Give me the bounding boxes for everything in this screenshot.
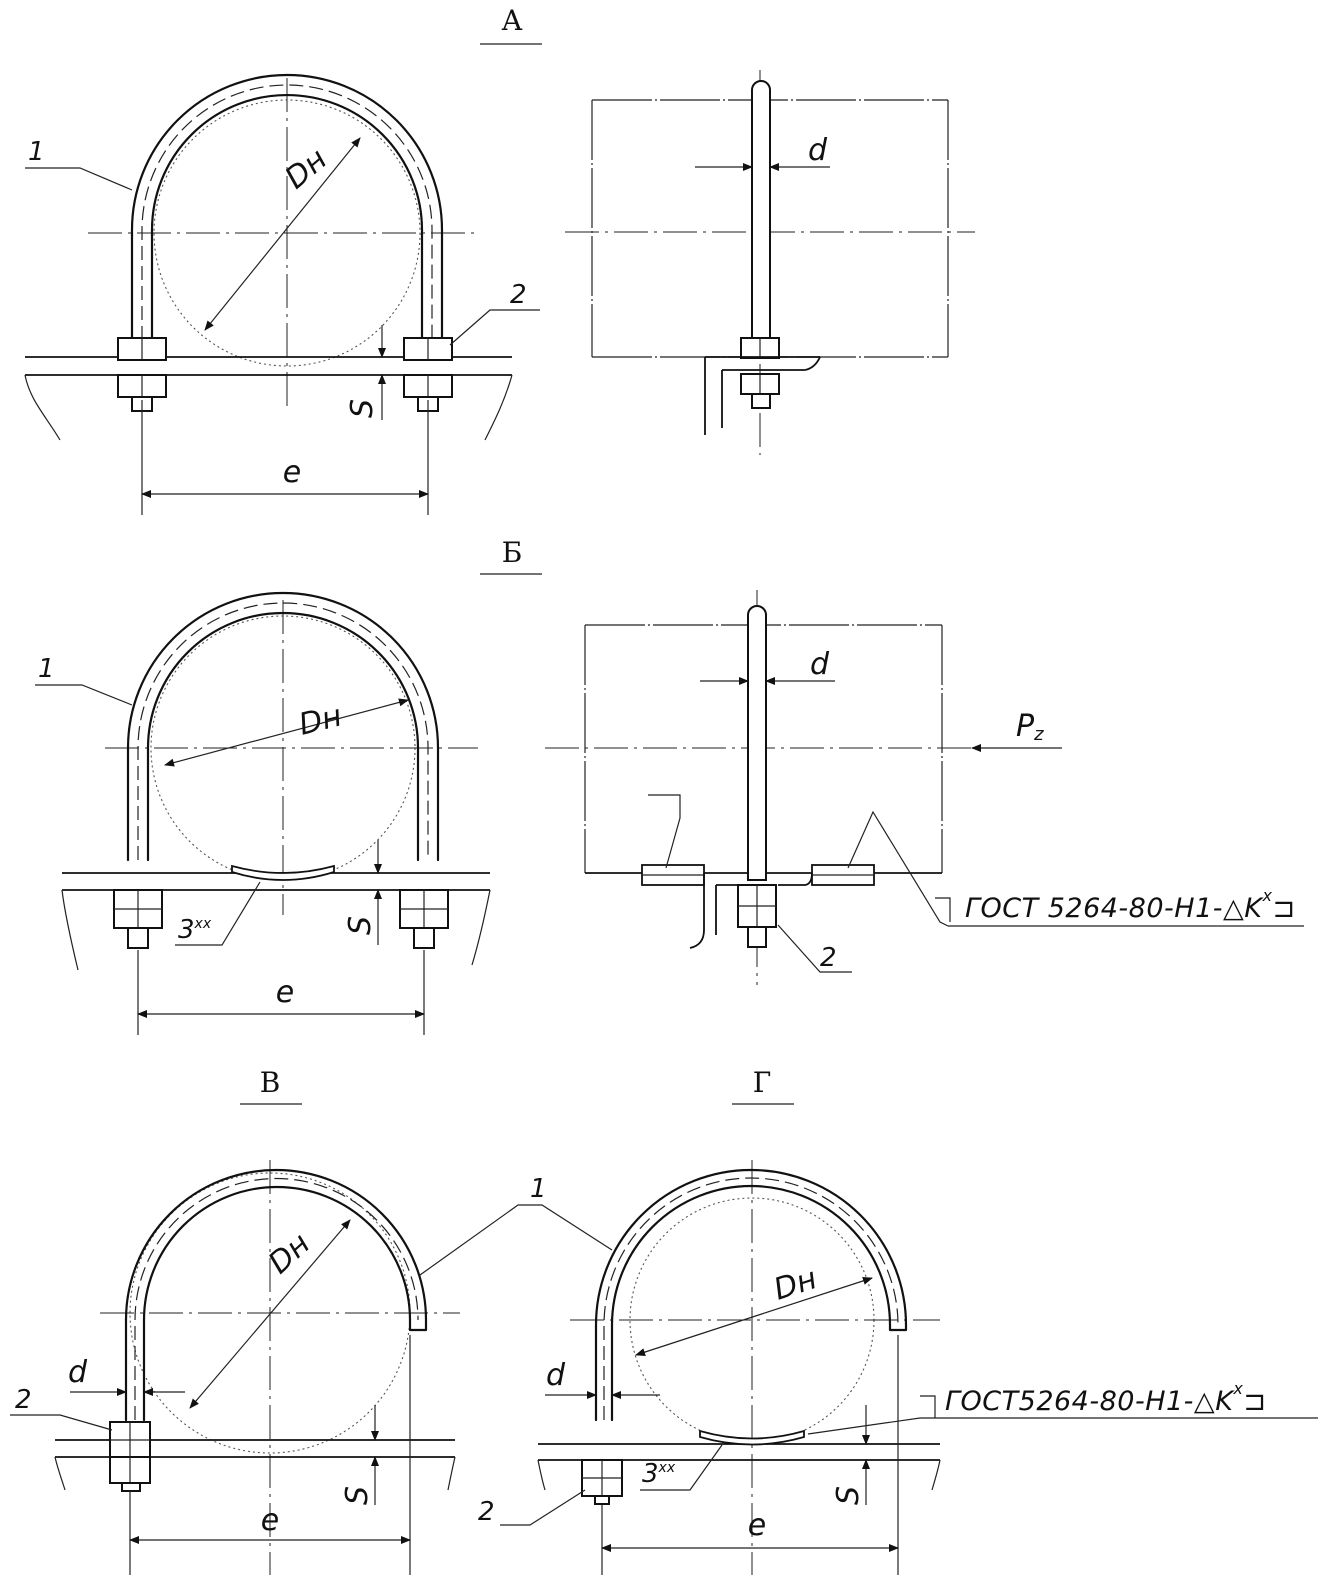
s-label: S (343, 916, 378, 935)
part2-label: 2 (820, 943, 837, 973)
dn-dimension-line (189, 1219, 351, 1409)
weld-leader-left (648, 794, 681, 869)
bolt-rod (751, 80, 771, 341)
weld-flag (935, 897, 951, 922)
part3-label: 3xx (642, 1459, 676, 1489)
u-hook (124, 1168, 428, 1422)
d-label: d (546, 1358, 566, 1393)
dn-label: Dн (770, 1261, 821, 1307)
force-label: Pz (1016, 709, 1044, 745)
saddle-pad (231, 864, 335, 881)
weld-flag (920, 1395, 936, 1418)
view-v: В Dн d 2 S e (10, 1066, 460, 1575)
view-a-side: d (565, 70, 975, 455)
view-a-front: Dн 1 2 S e (24, 73, 540, 515)
view-v-title: В (260, 1066, 281, 1099)
part1-label: 1 (28, 137, 45, 167)
part2-label: 2 (478, 1497, 495, 1527)
d-label: d (810, 647, 830, 682)
dn-label: Dн (295, 698, 345, 742)
bolt-end (751, 393, 771, 409)
d-label: d (808, 133, 828, 168)
saddle-pad (699, 1429, 805, 1446)
weld-designation: ГОСТ5264-80-Н1-△Kx⊐ (945, 1379, 1267, 1417)
part2-leader (449, 309, 540, 346)
weld-leader-right (847, 810, 949, 927)
plate-break-lines (54, 1456, 456, 1491)
view-b-title: Б (502, 536, 523, 569)
plate-break-lines (537, 1459, 941, 1491)
bolt-rod (747, 605, 767, 881)
bracket-angle (704, 356, 821, 435)
bolt-end-right (413, 927, 435, 949)
part1-label: 1 (38, 654, 55, 684)
u-bolt-outer (126, 591, 440, 862)
part3-label: 3xx (178, 915, 212, 945)
part1-shared-label: 1 (530, 1174, 547, 1204)
u-bolt-inner (150, 93, 424, 342)
weld-designation: ГОСТ 5264-80-Н1-△Kx⊐ (965, 886, 1296, 924)
u-hook-center (603, 1177, 899, 1420)
dn-dimension-line (635, 1276, 873, 1357)
u-hook (594, 1168, 908, 1422)
e-label: e (748, 1508, 766, 1543)
d-label: d (68, 1355, 88, 1390)
part1-leader (25, 167, 133, 191)
s-label: S (831, 1486, 866, 1505)
view-g: Г Dн d 2 3xx ГОСТ5264-80-Н1-△Kx⊐ S e (478, 1066, 1318, 1575)
plate-break-lines (24, 374, 513, 441)
e-label: e (261, 1503, 279, 1538)
u-hook-center (134, 1177, 419, 1420)
u-bolt-center (141, 84, 433, 340)
view-b: Б Dн 1 3xx (35, 536, 1304, 1035)
view-a: А Dн (24, 4, 975, 515)
part2-label: 2 (15, 1385, 32, 1415)
bracket-angle (689, 872, 813, 949)
part2-leader (500, 1489, 586, 1526)
view-a-title: А (501, 4, 522, 37)
plate-break-lines (61, 889, 491, 971)
bolt-end (594, 1495, 610, 1505)
u-bolt-outer (130, 73, 444, 342)
e-label: e (276, 975, 294, 1010)
part1-leader (35, 684, 133, 706)
u-bolt-inner (146, 611, 420, 862)
view-b-front: Dн 1 3xx S e (35, 591, 491, 1035)
part3-leader (175, 881, 261, 946)
support-plate (538, 1443, 940, 1461)
s-label: S (345, 399, 380, 418)
s-label: S (340, 1486, 375, 1505)
u-bolt-center (137, 602, 429, 860)
part1-shared-leader (419, 1204, 613, 1276)
bolt-end (121, 1482, 141, 1492)
view-g-title: Г (753, 1066, 772, 1099)
part2-label: 2 (510, 280, 527, 310)
dn-dimension-line (204, 137, 361, 331)
dn-dimension-line (164, 698, 409, 767)
part2-leader (10, 1414, 113, 1431)
bolt-end-left (127, 927, 149, 949)
weld-leader (807, 1417, 925, 1435)
part3-leader (640, 1444, 723, 1491)
e-label: e (283, 455, 301, 490)
view-b-side: d Pz ГОСТ 5264-80-Н1-△Kx⊐ 2 (545, 590, 1304, 985)
part2-leader (777, 924, 852, 973)
bolt-end (747, 926, 767, 948)
